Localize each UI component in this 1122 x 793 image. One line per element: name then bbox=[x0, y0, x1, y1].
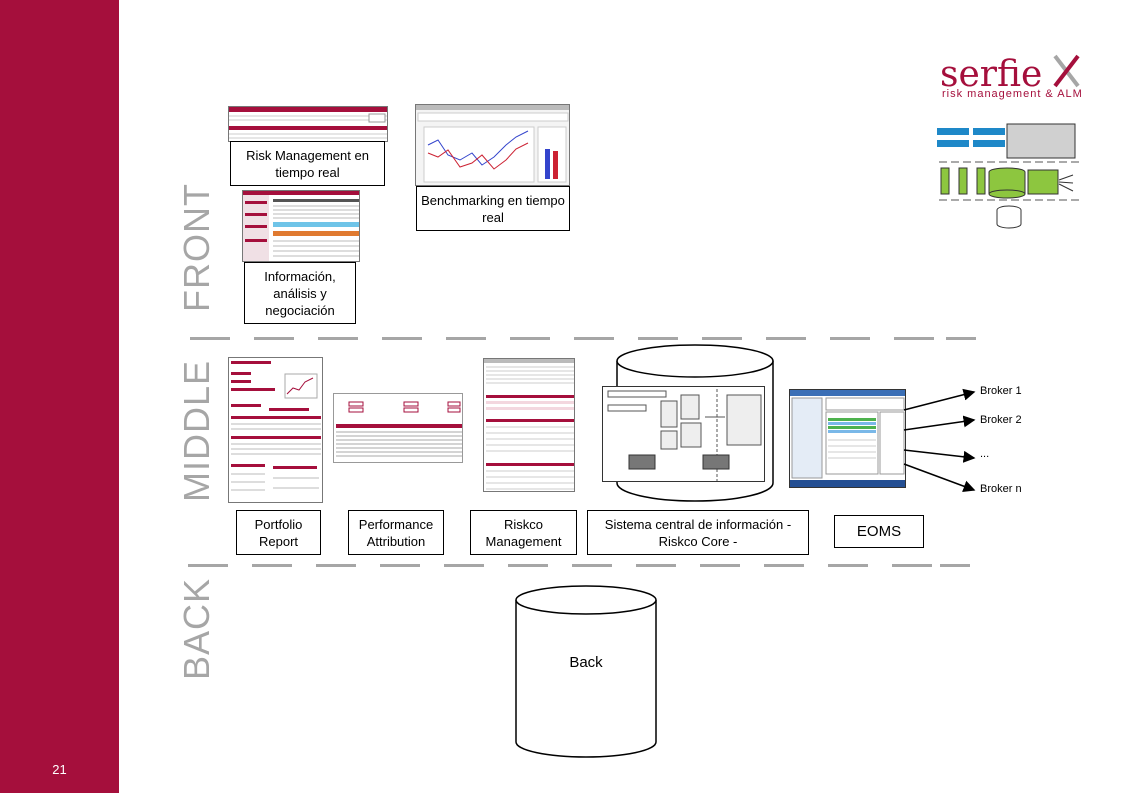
performance-attribution-caption: Performance Attribution bbox=[348, 510, 444, 555]
benchmarking-screenshot bbox=[415, 104, 570, 186]
architecture-thumbnail bbox=[937, 123, 1083, 229]
riskco-core-diagram bbox=[602, 386, 765, 482]
informacion-screenshot bbox=[242, 190, 360, 262]
broker-2-label: Broker 2 bbox=[980, 414, 1022, 426]
informacion-caption: Información, análisis y negociación bbox=[244, 262, 356, 324]
logo-mark: serfie bbox=[940, 54, 1080, 95]
benchmarking-caption: Benchmarking en tiempo real bbox=[416, 186, 570, 231]
page-number: 21 bbox=[52, 762, 67, 777]
sidebar bbox=[0, 0, 119, 793]
section-front-label: FRONT bbox=[176, 183, 217, 312]
section-middle-label: MIDDLE bbox=[176, 359, 217, 502]
risk-management-caption: Risk Management en tiempo real bbox=[230, 141, 385, 186]
broker-arrows bbox=[903, 388, 976, 492]
broker-1-label: Broker 1 bbox=[980, 385, 1022, 397]
broker-n-label: Broker n bbox=[980, 483, 1022, 495]
section-back-label: BACK bbox=[176, 577, 217, 680]
back-database bbox=[515, 585, 657, 758]
eoms-caption: EOMS bbox=[834, 515, 924, 548]
riskco-core-caption: Sistema central de información - Riskco … bbox=[587, 510, 809, 555]
logo-tagline: risk management & ALM bbox=[942, 88, 1083, 100]
risk-management-screenshot bbox=[228, 106, 388, 142]
logo-wordmark: serfie bbox=[940, 54, 1042, 95]
eoms-screenshot bbox=[789, 389, 906, 488]
serfiex-logo: serfie bbox=[938, 48, 1088, 108]
portfolio-report-screenshot bbox=[228, 357, 323, 503]
riskco-management-screenshot bbox=[483, 358, 575, 492]
performance-attribution-screenshot bbox=[333, 393, 463, 463]
broker-ellipsis-label: ... bbox=[980, 448, 990, 460]
back-database-label: Back bbox=[569, 654, 603, 671]
portfolio-report-caption: Portfolio Report bbox=[236, 510, 321, 555]
riskco-management-caption: Riskco Management bbox=[470, 510, 577, 555]
